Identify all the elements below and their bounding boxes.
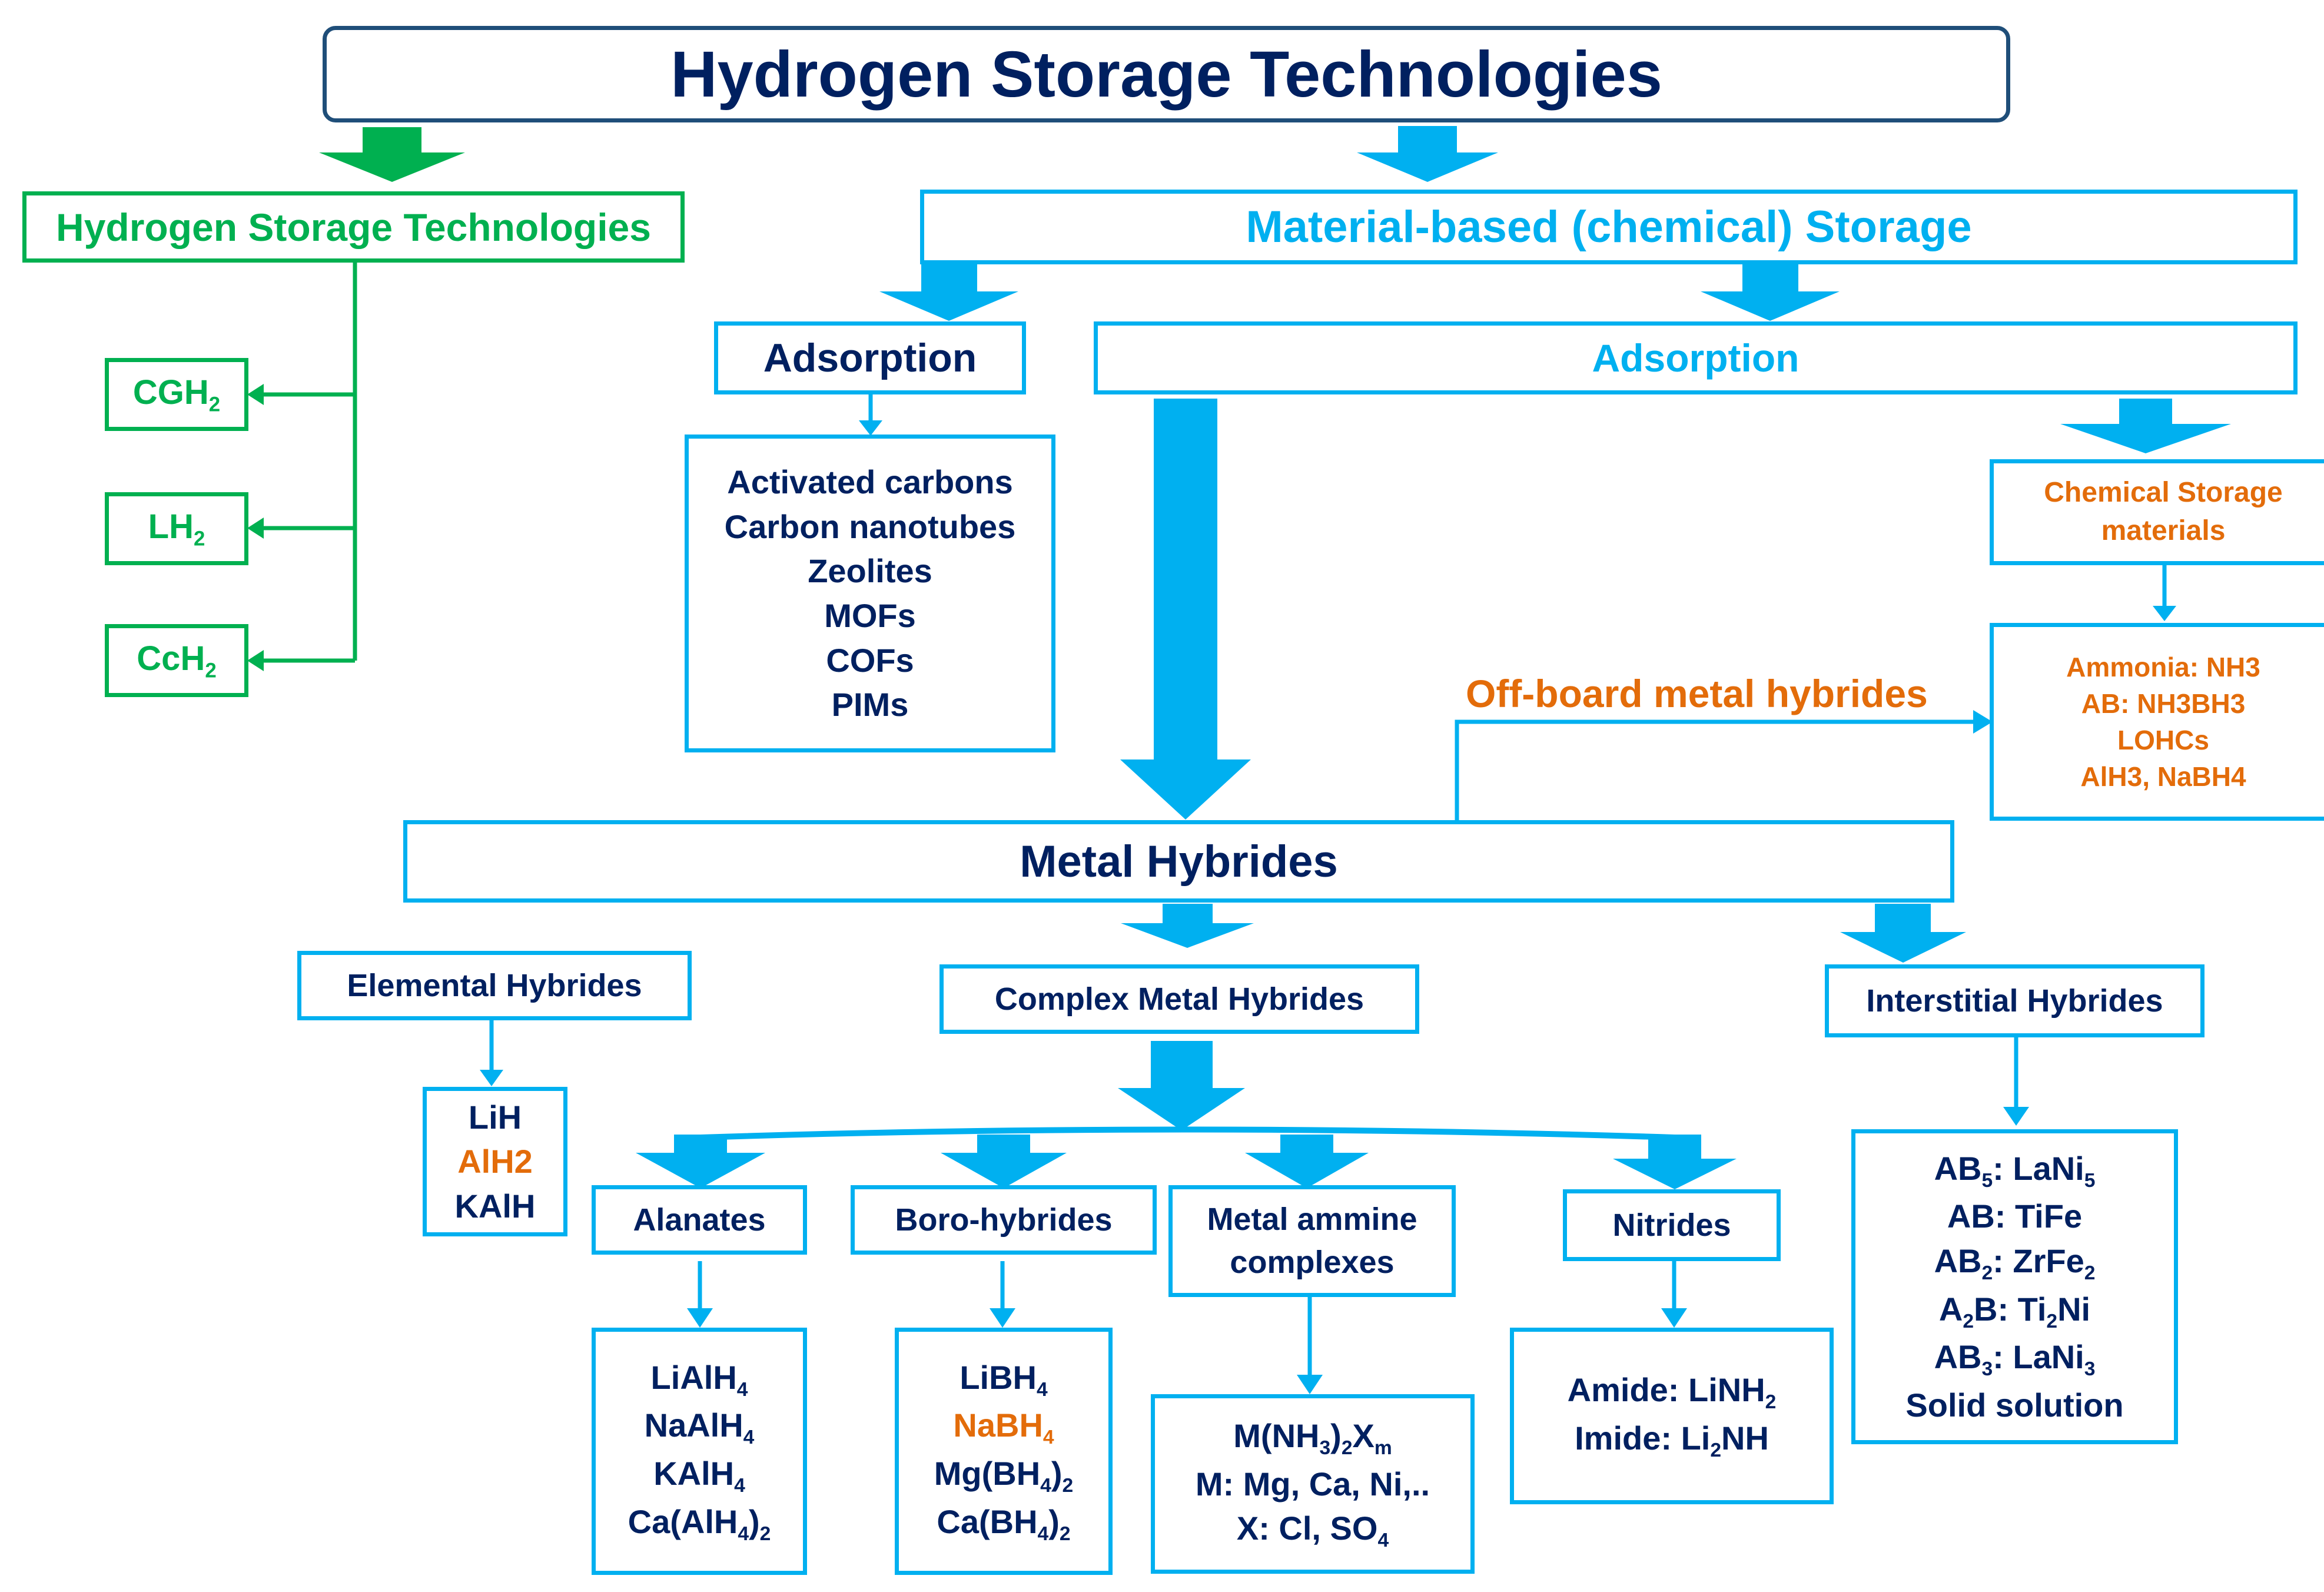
complex-hybrides-box: Complex Metal Hybrides (939, 964, 1419, 1034)
chemical-storage-label: Chemical Storage (2044, 477, 2283, 509)
borohydride-item: Mg(BH4)2 (934, 1455, 1074, 1497)
interstitial-items-box: AB5: LaNi5 AB: TiFe AB2: ZrFe2 A2B: Ti2N… (1851, 1129, 2178, 1444)
blue-branch-line (700, 1126, 1675, 1140)
material-storage-box: Material-based (chemical) Storage (920, 190, 2298, 264)
nitrides-box: Nitrides (1563, 1189, 1781, 1261)
chemical-item: LOHCs (2117, 725, 2209, 755)
chemical-item: AB: NH3BH3 (2081, 688, 2246, 719)
borohydride-item: Ca(BH4)2 (937, 1503, 1071, 1545)
borohydrides-items-box: LiBH4 NaBH4 Mg(BH4)2 Ca(BH4)2 (895, 1328, 1113, 1575)
alanates-box: Alanates (592, 1185, 807, 1255)
green-arrowheads (247, 384, 264, 671)
alanate-item: NaAlH4 (644, 1407, 755, 1449)
interstitial-hybrides-label: Interstitial Hybrides (1866, 983, 2163, 1019)
chemical-item: AlH3, NaBH4 (2080, 761, 2246, 792)
elemental-item: KAlH (454, 1187, 536, 1225)
ammine-item: X: Cl, SO4 (1236, 1510, 1389, 1552)
elemental-item: LiH (468, 1098, 522, 1136)
adsorbent-item: MOFs (824, 597, 916, 634)
nitride-item: Imide: Li2NH (1575, 1419, 1769, 1462)
offboard-label: Off-board metal hybrides (1466, 672, 1928, 715)
chemical-items-box: Ammonia: NH3 AB: NH3BH3 LOHCs AlH3, NaBH… (1990, 623, 2324, 821)
adsorption-left-box: Adsorption (714, 321, 1026, 394)
interstitial-item: AB5: LaNi5 (1934, 1149, 2096, 1192)
blue-block-arrows (636, 126, 2231, 1189)
title-box: Hydrogen Storage Technologies (323, 26, 2010, 122)
arrow-title-to-physical (319, 127, 465, 182)
chemical-storage-box: Chemical Storage materials (1990, 459, 2324, 565)
adsorbents-box: Activated carbons Carbon nanotubes Zeoli… (685, 435, 1055, 752)
ammine-label: Metal ammine (1207, 1202, 1417, 1238)
physical-storage-label: Hydrogen Storage Technologies (56, 205, 651, 249)
ammine-item: M(NH3)2Xm (1233, 1417, 1392, 1460)
interstitial-item: Solid solution (1905, 1386, 2124, 1424)
complex-hybrides-label: Complex Metal Hybrides (994, 981, 1364, 1017)
cch2-box: CcH2 (105, 624, 248, 697)
metal-hybrides-box: Metal Hybrides (403, 820, 1954, 903)
metal-hybrides-label: Metal Hybrides (1020, 836, 1338, 887)
alanate-item: KAlH4 (653, 1455, 745, 1497)
alanates-label: Alanates (633, 1202, 766, 1238)
blue-thin-lines (489, 393, 2167, 1375)
physical-storage-box: Hydrogen Storage Technologies (22, 191, 685, 263)
elemental-items-box: LiH AlH2 KAlH (423, 1087, 567, 1236)
lh2-label: LH2 (148, 507, 205, 550)
ammine-box: Metal ammine complexes (1168, 1185, 1456, 1297)
chemical-storage-label: materials (2101, 515, 2226, 546)
borohydride-item: NaBH4 (953, 1407, 1054, 1449)
adsorbent-item: PIMs (831, 686, 909, 724)
elemental-hybrides-label: Elemental Hybrides (347, 968, 642, 1003)
cch2-label: CcH2 (137, 639, 217, 682)
borohydrides-label: Boro-hybrides (895, 1202, 1113, 1238)
elemental-hybrides-box: Elemental Hybrides (297, 951, 692, 1020)
adsorption-right-box: Adsorption (1094, 321, 2298, 394)
green-tree-lines (253, 263, 357, 663)
nitrides-label: Nitrides (1612, 1208, 1731, 1243)
interstitial-item: AB3: LaNi3 (1934, 1338, 2096, 1381)
alanate-item: Ca(AlH4)2 (628, 1503, 771, 1545)
adsorption-right-label: Adsorption (1592, 336, 1800, 380)
interstitial-item: AB2: ZrFe2 (1934, 1242, 2096, 1285)
adsorbent-item: Zeolites (808, 552, 932, 590)
adsorbent-item: Activated carbons (727, 463, 1013, 501)
interstitial-hybrides-box: Interstitial Hybrides (1825, 964, 2205, 1037)
green-arrows (319, 127, 465, 182)
cgh2-label: CGH2 (132, 373, 221, 416)
borohydrides-box: Boro-hybrides (851, 1185, 1157, 1255)
elemental-item: AlH2 (457, 1143, 533, 1180)
blue-thin-arrowheads (480, 420, 2176, 1394)
ammine-items-box: M(NH3)2Xm M: Mg, Ca, Ni,.. X: Cl, SO4 (1151, 1394, 1475, 1574)
ammine-label: complexes (1230, 1245, 1395, 1280)
chemical-item: Ammonia: NH3 (2066, 651, 2260, 682)
page-title: Hydrogen Storage Technologies (670, 38, 1662, 111)
alanate-item: LiAlH4 (650, 1358, 748, 1401)
cgh2-box: CGH2 (105, 358, 248, 431)
nitride-item: Amide: LiNH2 (1567, 1371, 1777, 1414)
ammine-item: M: Mg, Ca, Ni,.. (1195, 1465, 1430, 1503)
adsorbent-item: COFs (826, 641, 914, 679)
borohydride-item: LiBH4 (960, 1358, 1048, 1401)
adsorbent-item: Carbon nanotubes (724, 508, 1016, 545)
material-storage-label: Material-based (chemical) Storage (1246, 202, 1972, 252)
nitrides-items-box: Amide: LiNH2 Imide: Li2NH (1510, 1328, 1834, 1504)
lh2-box: LH2 (105, 492, 248, 565)
alanates-items-box: LiAlH4 NaAlH4 KAlH4 Ca(AlH4)2 (592, 1328, 807, 1575)
interstitial-item: A2B: Ti2Ni (1938, 1290, 2091, 1332)
adsorption-left-label: Adsorption (763, 336, 977, 380)
interstitial-item: AB: TiFe (1947, 1198, 2083, 1235)
